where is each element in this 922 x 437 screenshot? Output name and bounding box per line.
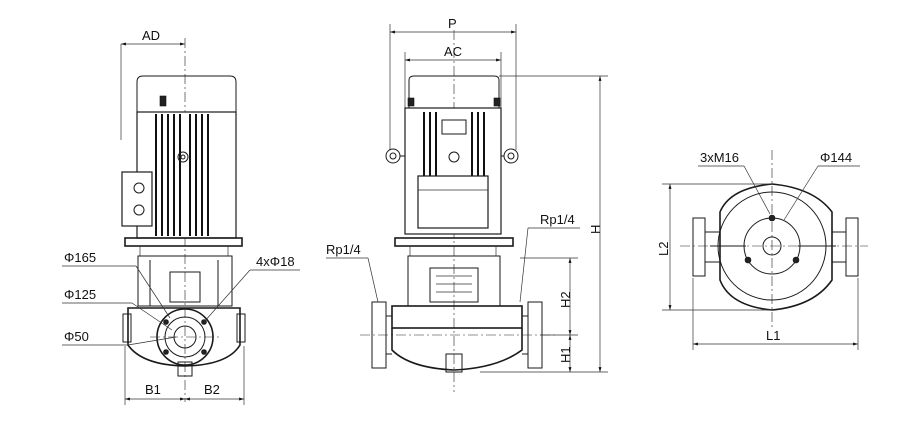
phi50-label: Φ50	[64, 329, 89, 344]
side-motor-fins	[423, 112, 485, 176]
top-view: 3xM16 Φ144 L1 L2	[656, 150, 868, 350]
dim-h-label: H	[588, 225, 603, 234]
dim-h1-label: H1	[558, 346, 573, 363]
bolts-label: 4xΦ18	[256, 254, 295, 269]
front-view: AD	[62, 28, 300, 405]
dim-l1-label: L1	[766, 328, 780, 343]
dim-h2-label: H2	[558, 291, 573, 308]
phi125-label: Φ125	[64, 287, 96, 302]
dim-ad-label: AD	[142, 28, 160, 43]
port-left-label: Rp1/4	[326, 242, 361, 257]
dim-p-label: P	[448, 16, 457, 31]
screws-label: 3xM16	[700, 150, 739, 165]
dim-l2-label: L2	[656, 242, 671, 256]
dim-b2-label: B2	[204, 382, 220, 397]
motor-fins	[155, 114, 209, 236]
phi165-label: Φ165	[64, 250, 96, 265]
port-right-label: Rp1/4	[540, 212, 575, 227]
dim-ac-label: AC	[444, 44, 462, 59]
phi144-label: Φ144	[820, 150, 852, 165]
dim-b1-label: B1	[145, 382, 161, 397]
side-view: P AC	[326, 16, 608, 392]
